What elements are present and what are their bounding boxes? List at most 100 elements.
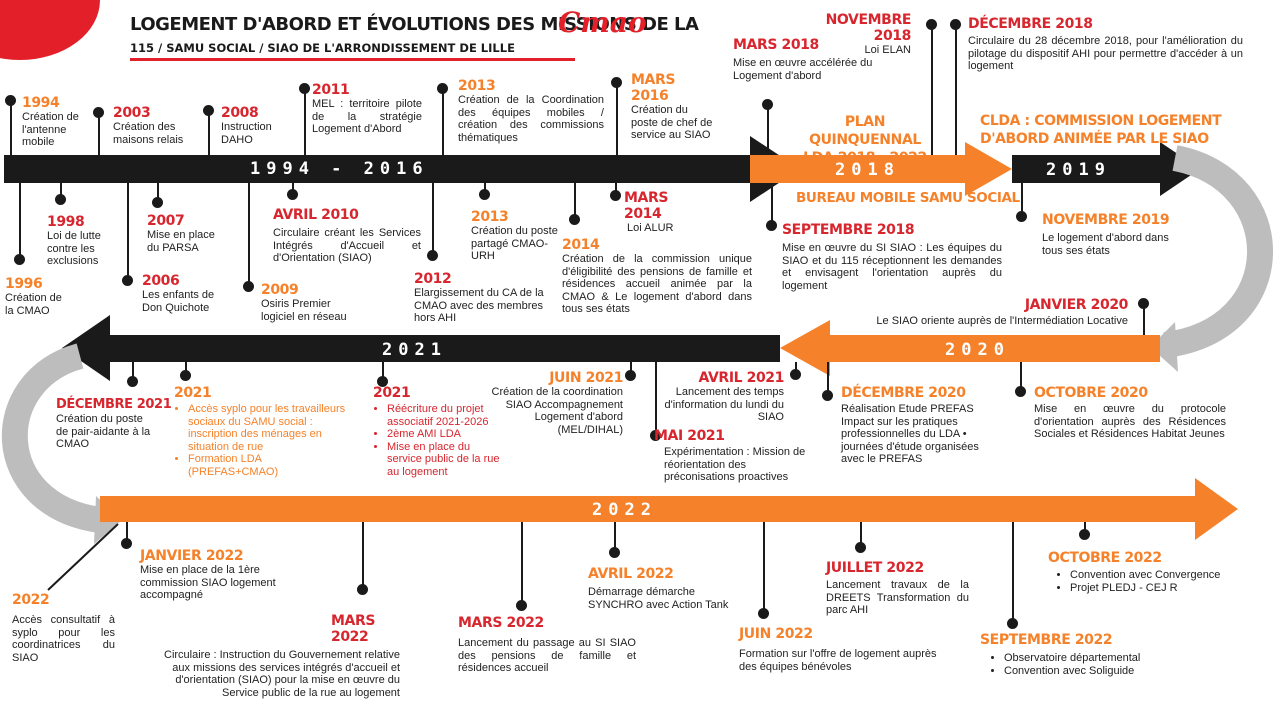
event-date: 2007: [147, 213, 185, 229]
dot-2021j: [625, 370, 636, 381]
dot-2022o: [1079, 529, 1090, 540]
event-date: JANVIER 2022: [140, 548, 244, 564]
event-text: Accès consultatif à syplo pour les coord…: [12, 614, 115, 664]
event-text: Création du poste de chef de service au …: [631, 104, 713, 141]
event-2021-projet: 2021 Réécriture du projet associatif 202…: [373, 385, 503, 478]
event-2022-janvier: JANVIER 2022 Mise en place de la 1ère co…: [140, 548, 305, 602]
event-text: Création de l'antenne mobile: [22, 111, 79, 148]
stem-2018n: [931, 24, 933, 155]
event-date: OCTOBRE 2022: [1048, 550, 1162, 566]
event-2022: 2022 Accès consultatif à syplo pour les …: [12, 592, 115, 664]
stem-2011: [304, 88, 306, 155]
bar-2018: [750, 142, 1012, 196]
stem-2022m2: [521, 522, 523, 604]
event-date: JUILLET 2022: [826, 560, 924, 576]
stem-2022j: [126, 522, 128, 542]
stem-2021j: [630, 362, 632, 374]
event-date: 2009: [261, 282, 299, 298]
stem-2012: [432, 183, 434, 255]
stem-2022jn: [763, 522, 765, 612]
dot-2008: [203, 105, 214, 116]
event-text: Création de la CMAO: [5, 292, 62, 317]
dot-2020d: [822, 390, 833, 401]
clda-heading-line2: D'ABORD ANIMÉE PAR LE SIAO: [980, 131, 1209, 147]
event-date: NOVEMBRE 2019: [1042, 212, 1170, 228]
dot-1998: [55, 194, 66, 205]
event-list-item: Observatoire départemental: [1004, 652, 1160, 665]
event-2020-octobre: OCTOBRE 2020 Mise en œuvre du protocole …: [1034, 385, 1226, 441]
event-date: MARS 2022: [331, 613, 376, 645]
event-2019-novembre: NOVEMBRE 2019 Le logement d'abord dans t…: [1042, 212, 1192, 257]
event-2022-septembre: SEPTEMBRE 2022 Observatoire départementa…: [980, 632, 1160, 677]
stem-2022o: [1084, 522, 1086, 534]
event-date: JANVIER 2020: [1024, 297, 1129, 313]
event-list: Convention avec Convergence Projet PLEDJ…: [1056, 569, 1248, 594]
event-text: Circulaire : Instruction du Gouvernement…: [164, 649, 400, 699]
event-date: MARS 2016: [631, 72, 676, 104]
stem-2008: [208, 110, 210, 155]
event-text: Le SIAO oriente auprès de l'Intermédiati…: [876, 315, 1128, 327]
dot-2022j: [121, 538, 132, 549]
dot-2020j: [1138, 298, 1149, 309]
event-date: DÉCEMBRE 2021: [56, 397, 172, 412]
clda-heading-line1: CLDA : COMMISSION LOGEMENT: [980, 113, 1222, 129]
stem-2006: [127, 183, 129, 280]
dot-2012: [427, 250, 438, 261]
event-2022-octobre: OCTOBRE 2022 Convention avec Convergence…: [1048, 550, 1248, 594]
stem-1998: [60, 183, 62, 200]
event-date: SEPTEMBRE 2022: [980, 632, 1113, 648]
event-2011: 2011 MEL : territoire pilote de la strat…: [312, 82, 422, 136]
dot-2022m2: [516, 600, 527, 611]
event-1994: 1994 Création de l'antenne mobile: [22, 95, 94, 149]
stem-2013a: [442, 88, 444, 155]
event-text: Mise en œuvre du SI SIAO : Les équipes d…: [782, 242, 1002, 292]
dot-1994: [5, 95, 16, 106]
curve-arrow-right: [1163, 145, 1273, 358]
event-2018-decembre: DÉCEMBRE 2018 Circulaire du 28 décembre …: [968, 16, 1243, 73]
event-date: AVRIL 2022: [588, 566, 674, 582]
dot-2003: [93, 107, 104, 118]
bar-label-2022: 2022: [592, 500, 657, 520]
event-date: JUIN 2022: [739, 626, 813, 642]
event-text: Lancement travaux de la DREETS Transform…: [826, 579, 969, 616]
event-text: Lancement des temps d'information du lun…: [664, 386, 784, 423]
bar-1994-2016: [4, 136, 800, 202]
event-text: Circulaire créant les Services Intégrés …: [273, 227, 421, 264]
dot-2016: [611, 77, 622, 88]
stem-2009: [248, 183, 250, 285]
event-text: Démarrage démarche SYNCHRO avec Action T…: [588, 586, 729, 611]
plan-heading: PLAN QUINQUENNAL LDA 2018 - 2022: [790, 113, 940, 167]
dot-2022jn: [758, 608, 769, 619]
plan-heading-line1: PLAN QUINQUENNAL: [809, 114, 921, 148]
event-text: Le logement d'abord dans tous ses états: [1042, 232, 1169, 257]
bar-label-2018: 2018: [835, 160, 900, 180]
event-text: Loi ALUR: [627, 222, 674, 234]
event-date: 1998: [47, 214, 85, 230]
event-2021-decembre: DÉCEMBRE 2021 Création du poste de pair-…: [56, 397, 172, 451]
event-date: 2021: [373, 385, 411, 401]
dot-2014: [569, 214, 580, 225]
event-2007: 2007 Mise en place du PARSA: [147, 213, 227, 254]
stem-2021a: [795, 362, 797, 372]
dot-2013a: [437, 83, 448, 94]
event-text: Mise en place de la 1ère commission SIAO…: [140, 564, 276, 601]
bar-label-2021: 2021: [382, 340, 447, 360]
stem-2022m: [362, 522, 364, 588]
event-date: 1994: [22, 95, 60, 111]
event-list-item: 2ème AMI LDA: [387, 428, 503, 441]
event-2003: 2003 Création des maisons relais: [113, 105, 198, 146]
event-text: Les enfants de Don Quichote: [142, 289, 215, 314]
event-list-item: Formation LDA (PREFAS+CMAO): [188, 453, 354, 478]
event-date: OCTOBRE 2020: [1034, 385, 1148, 401]
stem-2014m: [615, 183, 617, 195]
stem-2021m: [655, 362, 657, 434]
event-date: 2022: [12, 592, 50, 608]
dot-2021m: [650, 430, 661, 441]
event-text: Mise en œuvre accélérée du Logement d'ab…: [733, 57, 873, 82]
clda-heading: CLDA : COMMISSION LOGEMENT D'ABORD ANIMÉ…: [980, 112, 1222, 148]
event-2022-mars-lancement: MARS 2022 Lancement du passage au SI SIA…: [458, 615, 636, 675]
event-list-item: Mise en place du service public de la ru…: [387, 441, 503, 479]
event-1998: 1998 Loi de lutte contre les exclusions: [47, 214, 115, 268]
dot-2014m: [610, 190, 621, 201]
